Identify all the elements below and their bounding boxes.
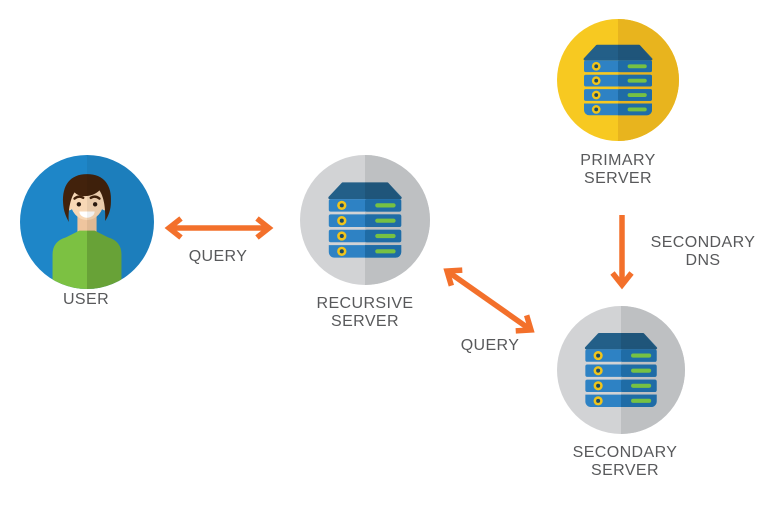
user-label: USER (62, 291, 110, 308)
double-arrow-user-recursive (164, 216, 274, 240)
server-icon (300, 155, 430, 285)
secondary-server-node (557, 306, 685, 434)
secondary-server-label: SECONDARY SERVER (572, 444, 678, 479)
server-icon (557, 306, 685, 434)
primary-server-label: PRIMARY SERVER (580, 152, 656, 187)
user-avatar-icon (20, 155, 154, 289)
recursive-server-label: RECURSIVE SERVER (316, 295, 414, 330)
secondary-dns-label: SECONDARY DNS (650, 234, 756, 269)
down-arrow-primary-secondary (610, 215, 634, 290)
primary-server-node (557, 19, 679, 141)
recursive-server-node (300, 155, 430, 285)
query-label-user-recursive: QUERY (188, 248, 248, 265)
double-arrow-recursive-secondary (443, 267, 535, 334)
user-node (20, 155, 154, 289)
server-icon (557, 19, 679, 141)
query-label-recursive-secondary: QUERY (460, 337, 520, 354)
